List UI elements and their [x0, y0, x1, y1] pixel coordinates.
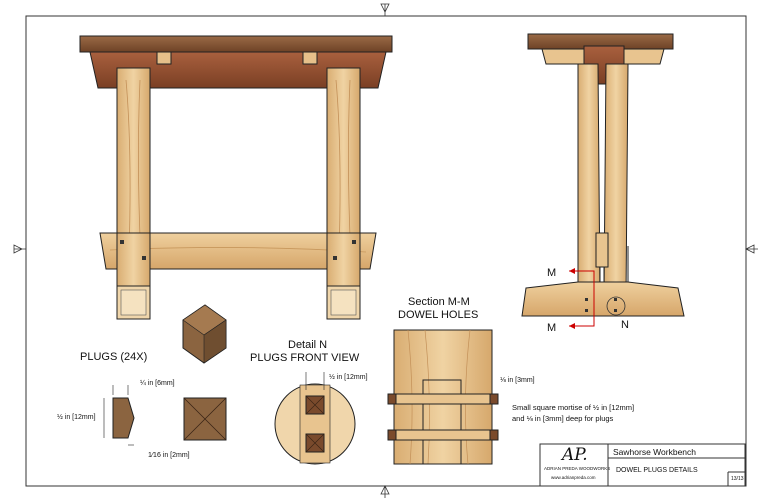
- dim-section-depth: ⅛ in [3mm]: [500, 377, 535, 384]
- dim-plug-top: ¼ in [6mm]: [140, 380, 175, 387]
- center-mark-bottom: [380, 485, 390, 498]
- detail-n-view: [274, 372, 356, 465]
- dim-detail-width: ½ in [12mm]: [329, 374, 368, 381]
- detail-n-label: Detail N: [288, 339, 328, 351]
- section-sublabel: DOWEL HOLES: [398, 309, 479, 321]
- title-block: [539, 443, 746, 487]
- section-mark-m-bottom: M: [547, 322, 557, 334]
- detail-n-sublabel: PLUGS FRONT VIEW: [250, 352, 360, 364]
- sheet-number: 13/13: [731, 476, 744, 482]
- side-view: [521, 33, 685, 329]
- center-mark-top: [380, 3, 390, 16]
- sheet-border: [25, 15, 747, 487]
- company-name: ADRIAN PREDA WOODWORKS: [544, 466, 611, 471]
- section-mark-m-top: M: [547, 267, 557, 279]
- center-mark-left: [13, 244, 26, 254]
- dim-plug-height: ½ in [12mm]: [57, 414, 96, 421]
- front-view: [79, 35, 393, 320]
- section-m-m-view: [387, 329, 499, 465]
- plug-side-view: [103, 385, 135, 446]
- dim-plug-bottom: 1⁄16 in [2mm]: [148, 452, 190, 459]
- note-line-1: Small square mortise of ½ in [12mm]: [512, 403, 635, 412]
- center-mark-right: [745, 244, 758, 254]
- company-website: www.adrianpreda.com: [551, 475, 596, 480]
- plug-top-view: [183, 397, 227, 441]
- project-title: Sawhorse Workbench: [613, 447, 696, 457]
- sheet-title: DOWEL PLUGS DETAILS: [616, 467, 698, 474]
- note-line-2: and ⅛ in [3mm] deep for plugs: [512, 414, 614, 423]
- plug-isometric: [182, 304, 227, 364]
- section-label: Section M-M: [408, 296, 470, 308]
- logo: AP.: [562, 445, 588, 465]
- detail-mark-n: N: [621, 319, 629, 331]
- plugs-label: PLUGS (24X): [80, 351, 148, 363]
